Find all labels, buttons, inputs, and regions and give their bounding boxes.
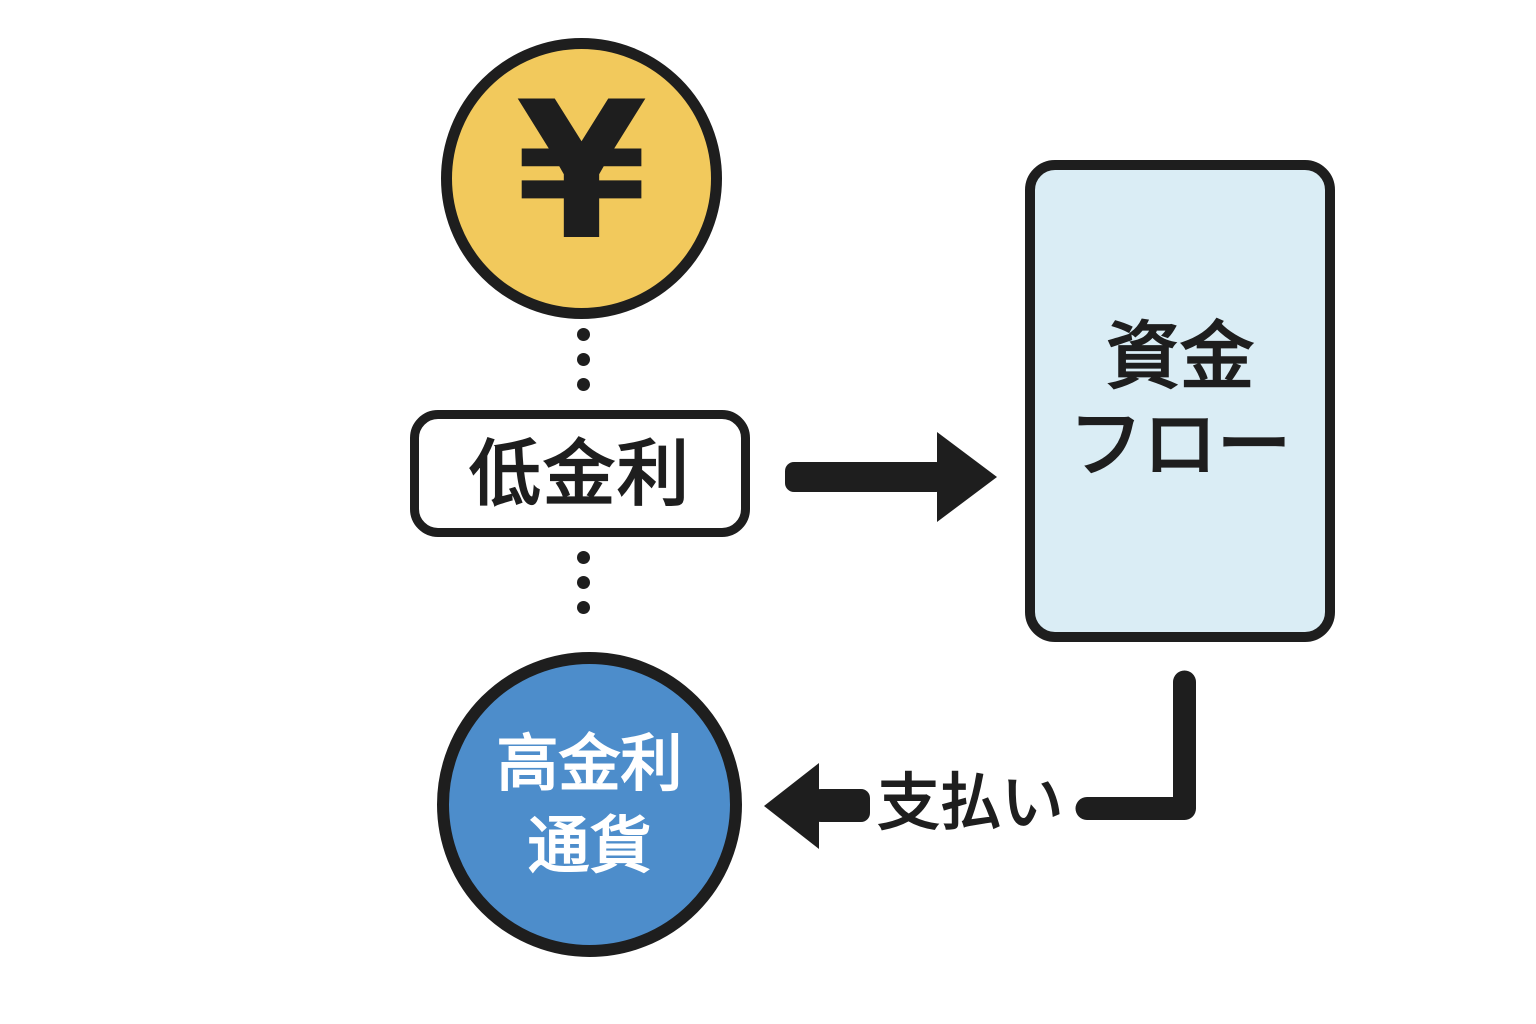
dot: [577, 576, 590, 589]
dot: [577, 601, 590, 614]
dot: [577, 378, 590, 391]
payment-label: 支払い: [877, 766, 1064, 839]
yen-coin: ¥: [441, 38, 722, 319]
elbow-connector-icon: [1075, 670, 1196, 820]
fund-flow-label-line1: 資金: [1106, 314, 1254, 400]
high-interest-currency-circle: 高金利 通貨: [437, 652, 742, 957]
dotted-connector-top: [577, 328, 590, 391]
left-arrow-icon: [764, 763, 870, 849]
dot: [577, 353, 590, 366]
dotted-connector-bottom: [577, 551, 590, 614]
dot: [577, 328, 590, 341]
fund-flow-card: 資金 フロー: [1025, 160, 1335, 642]
low-interest-label: 低金利: [468, 431, 691, 516]
high-interest-label-line2: 通貨: [527, 808, 652, 882]
yen-symbol-icon: ¥: [515, 60, 648, 282]
fund-flow-label-line2: フロー: [1069, 402, 1291, 488]
low-interest-box: 低金利: [410, 410, 750, 537]
high-interest-label-line1: 高金利: [496, 726, 683, 800]
right-arrow-icon: [785, 432, 997, 522]
dot: [577, 551, 590, 564]
